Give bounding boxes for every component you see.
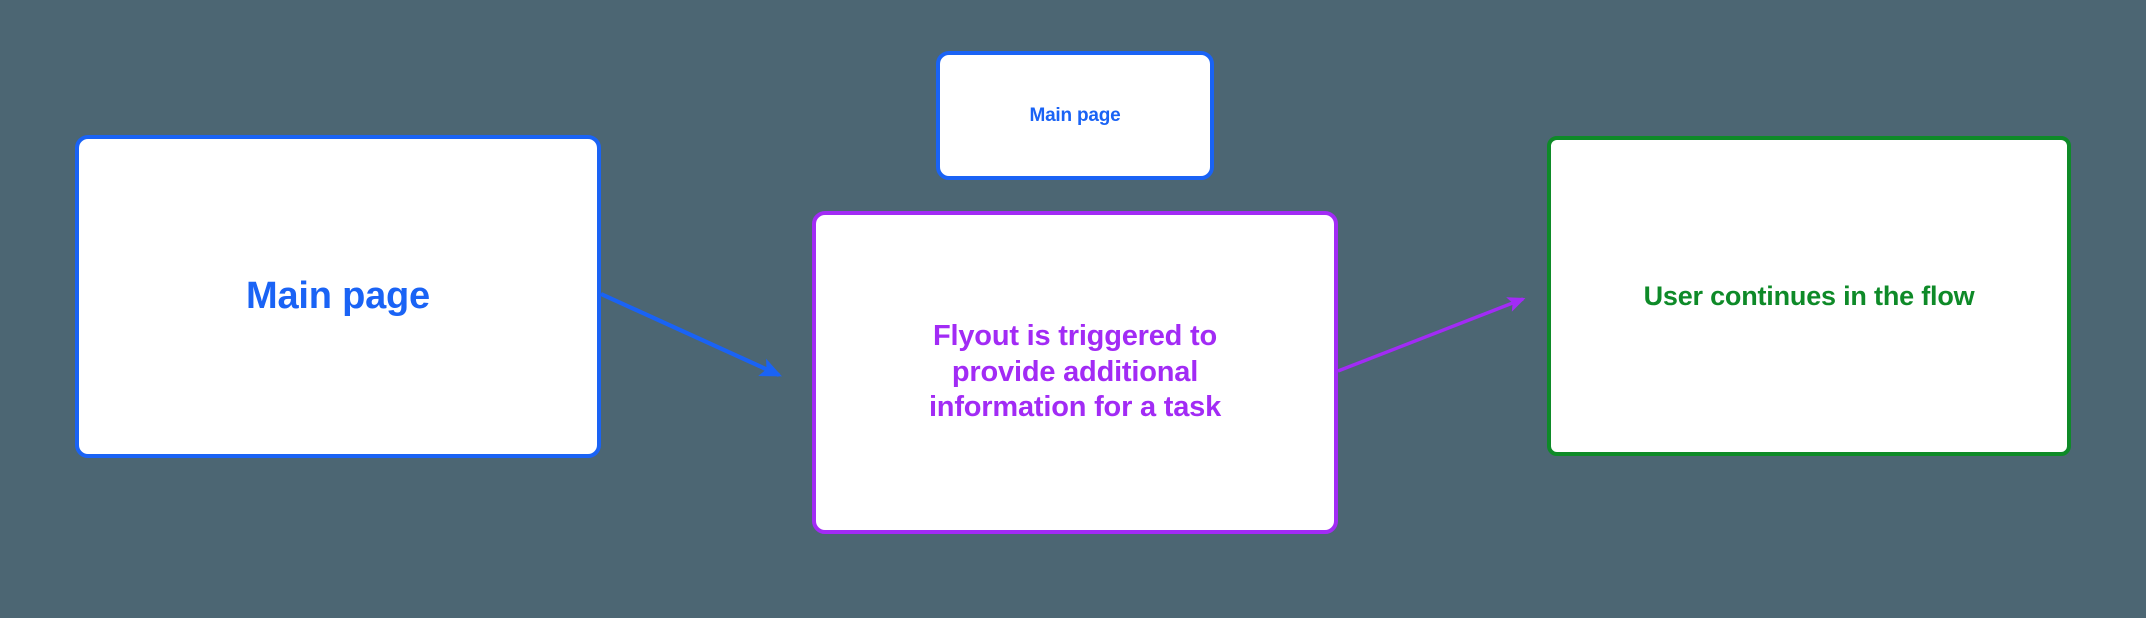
node-flyout[interactable]: Flyout is triggered to provide additiona… [812, 211, 1338, 534]
node-main-page[interactable]: Main page [75, 135, 601, 458]
node-main-page-small-label: Main page [1029, 104, 1121, 126]
node-user-continues-label: User continues in the flow [1643, 280, 1975, 311]
node-main-page-small[interactable]: Main page [936, 51, 1214, 180]
connector-main-page-to-flyout [600, 292, 782, 377]
node-user-continues[interactable]: User continues in the flow [1547, 136, 2071, 456]
node-main-page-label: Main page [245, 275, 430, 318]
connector-flyout-to-user-continues [1337, 297, 1526, 373]
node-flyout-label: Flyout is triggered to provide additiona… [928, 320, 1222, 424]
